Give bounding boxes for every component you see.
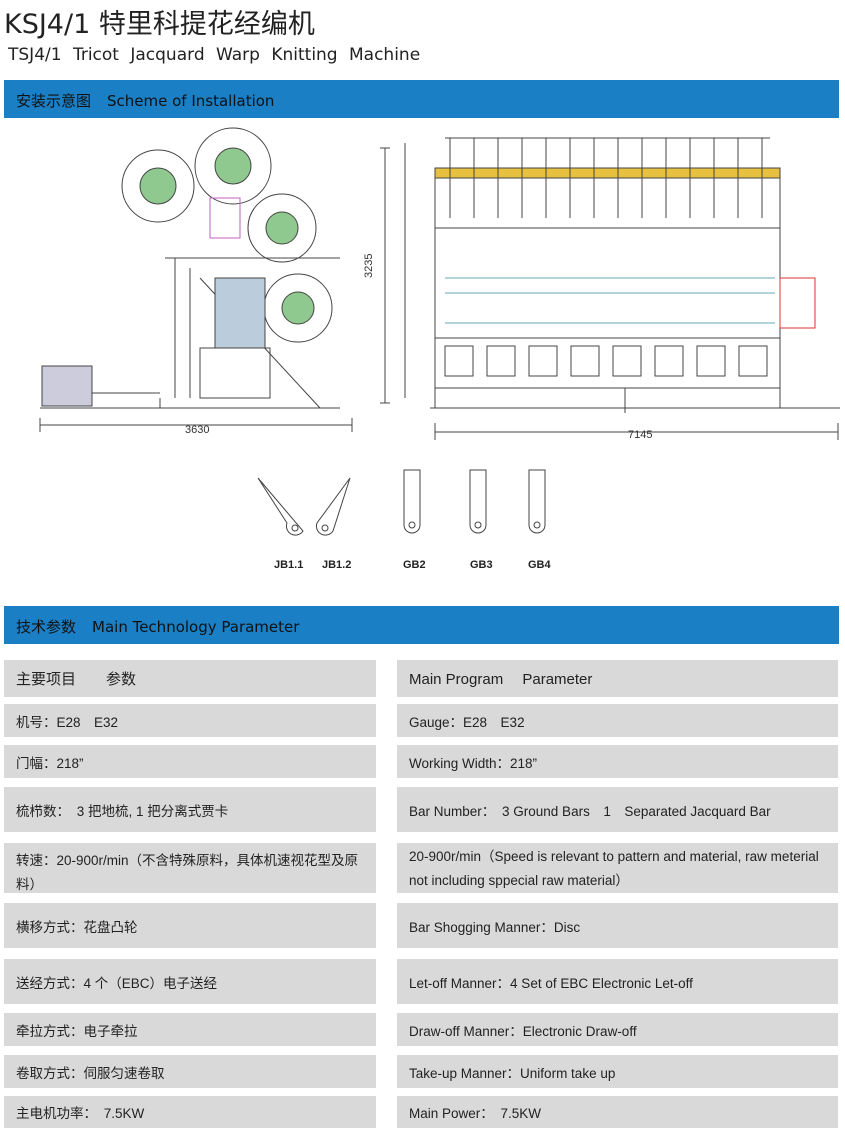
param-en-row: Bar Number： 3 Ground Bars 1 Separated Ja…: [397, 787, 838, 832]
param-header-en: Main Program Parameter: [397, 660, 838, 697]
front-width-dimension: 7145: [628, 429, 652, 441]
param-cn-row: 机号：E28 E32: [4, 704, 376, 737]
installation-drawing: 3235 3630 7145 JB1.1 JB1.2 GB2 GB3 GB4: [39, 127, 840, 571]
section-title-en: Main Technology Parameter: [92, 618, 300, 636]
param-en-row: Main Power： 7.5KW: [397, 1096, 838, 1128]
param-en-row: 20-900r/min（Speed is relevant to pattern…: [397, 843, 838, 893]
side-width-dimension: 3630: [185, 424, 209, 436]
section-header-installation: 安装示意图 Scheme of Installation: [4, 80, 839, 118]
section-title-cn: 安装示意图: [16, 92, 92, 110]
guide-bar-icon: [469, 469, 487, 534]
frame-panel: [696, 345, 726, 377]
param-cn-row: 牵拉方式：电子牵拉: [4, 1013, 376, 1046]
param-en-row: Bar Shogging Manner：Disc: [397, 903, 838, 948]
guide-bar-icon: [403, 469, 421, 534]
bar-label-gb3: GB3: [470, 559, 493, 571]
bar-hole-icon: [474, 521, 482, 529]
bar-label-jb1-2: JB1.2: [322, 559, 351, 571]
param-header-cn: 主要项目 参数: [4, 660, 376, 697]
frame-panel: [612, 345, 642, 377]
param-cn-row: 送经方式：4 个（EBC）电子送经: [4, 959, 376, 1004]
section-title-cn: 技术参数: [16, 618, 77, 636]
param-cn-row: 卷取方式：伺服匀速卷取: [4, 1055, 376, 1088]
section-title-en: Scheme of Installation: [107, 92, 275, 110]
bar-label-gb4: GB4: [528, 559, 552, 571]
frame-panel: [570, 345, 600, 377]
side-view-drawing: [39, 127, 390, 432]
param-cn-row: 门幅：218”: [4, 745, 376, 778]
bar-label-gb2: GB2: [403, 559, 426, 571]
param-cn-row: 横移方式：花盘凸轮: [4, 903, 376, 948]
param-en-row: Working Width：218”: [397, 745, 838, 778]
param-en-row: Draw-off Manner：Electronic Draw-off: [397, 1013, 838, 1046]
bar-label-jb1-1: JB1.1: [274, 559, 303, 571]
bar-hole-icon: [321, 524, 329, 532]
page-title: KSJ4/1 特里科提花经编机: [4, 9, 315, 40]
frame-panel: [654, 345, 684, 377]
param-cn-row: 转速：20-900r/min（不含特殊原料，具体机速视花型及原料）: [4, 843, 376, 893]
height-dimension: 3235: [363, 254, 375, 278]
param-en-row: Take-up Manner：Uniform take up: [397, 1055, 838, 1088]
bar-hole-icon: [533, 521, 541, 529]
frame-panel: [528, 345, 558, 377]
bar-hole-icon: [291, 524, 299, 532]
param-en-row: Gauge：E28 E32: [397, 704, 838, 737]
front-view-drawing: [404, 137, 840, 440]
bar-hole-icon: [408, 521, 416, 529]
section-header-parameters: 技术参数 Main Technology Parameter: [4, 606, 839, 644]
param-cn-row: 主电机功率： 7.5KW: [4, 1096, 376, 1128]
guide-bar-icon: [528, 469, 546, 534]
param-cn-row: 梳栉数： 3 把地梳, 1 把分离式贾卡: [4, 787, 376, 832]
frame-panel: [486, 345, 516, 377]
frame-panel: [738, 345, 768, 377]
page-subtitle: TSJ4/1 Tricot Jacquard Warp Knitting Mac…: [8, 45, 421, 65]
jacquard-bar-icon: [257, 477, 304, 536]
frame-panel: [444, 345, 474, 377]
param-en-row: Let-off Manner：4 Set of EBC Electronic L…: [397, 959, 838, 1004]
jacquard-bar-icon: [315, 477, 351, 536]
